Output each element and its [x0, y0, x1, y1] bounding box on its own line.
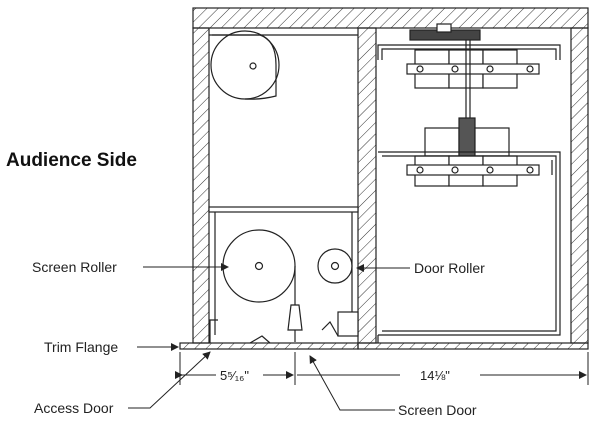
door-roller-label: Door Roller: [414, 260, 485, 276]
right-wall: [570, 27, 589, 344]
hanger-rod: [465, 40, 471, 118]
bottom-bar: [287, 304, 303, 342]
upper-compartment: [208, 34, 359, 335]
top-wall: [192, 7, 589, 29]
side-label: Audience Side: [6, 150, 137, 171]
center-wall: [357, 27, 377, 344]
housing-walls: [192, 7, 589, 344]
stop-block: [321, 311, 359, 337]
left-width-dimension: 5⁵⁄₁₆": [220, 368, 249, 383]
dimension-lines: [175, 352, 589, 385]
screen-roller-label: Screen Roller: [32, 259, 117, 275]
bottom-flange: [179, 319, 589, 350]
lower-trolley: [406, 117, 540, 187]
top-trolley: [406, 49, 540, 89]
motor: [210, 30, 280, 100]
access-door-label: Access Door: [34, 400, 114, 416]
callout-leaders: [128, 263, 410, 411]
screen-door-label: Screen Door: [398, 402, 477, 418]
door-channel: [377, 151, 561, 343]
trim-flange-label: Trim Flange: [44, 339, 118, 355]
trolley-rail: [377, 23, 561, 60]
door-roller: [317, 248, 353, 284]
left-wall: [192, 27, 210, 344]
screen-roller: [222, 229, 296, 305]
right-width-dimension: 14⅛": [420, 368, 450, 383]
